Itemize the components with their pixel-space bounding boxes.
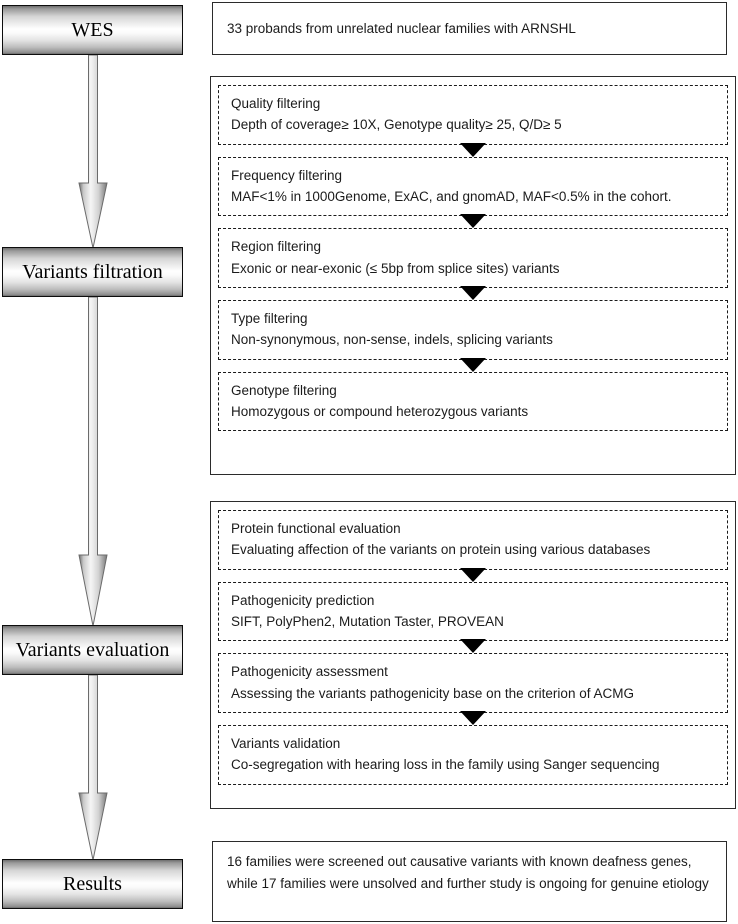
step-desc: MAF<1% in 1000Genome, ExAC, and gnomAD, … — [231, 188, 672, 204]
filtering-group-inner: Quality filtering Depth of coverage≥ 10X… — [218, 85, 728, 466]
results-panel-text: 16 families were screened out causative … — [227, 854, 709, 891]
connector-triangle-icon — [460, 639, 486, 654]
step-quality-filtering: Quality filtering Depth of coverage≥ 10X… — [218, 85, 728, 157]
step-desc: Co-segregation with hearing loss in the … — [231, 757, 660, 773]
step-desc: Evaluating affection of the variants on … — [231, 542, 651, 558]
step-pathogenicity-prediction: Pathogenicity prediction SIFT, PolyPhen2… — [218, 581, 728, 654]
step-desc: Depth of coverage≥ 10X, Genotype quality… — [231, 117, 562, 133]
stage-label-results: Results — [63, 873, 122, 895]
step-title: Protein functional evaluation — [231, 521, 401, 536]
step-title: Type filtering — [231, 310, 308, 326]
evaluation-group-inner: Protein functional evaluation Evaluating… — [218, 510, 728, 800]
stage-box-wes: WES — [2, 5, 183, 55]
step-desc: Assessing the variants pathogenicity bas… — [231, 685, 634, 701]
step-title: Region filtering — [231, 239, 322, 255]
step-desc: Homozygous or compound heterozygous vari… — [231, 403, 529, 419]
stage-label-wes: WES — [71, 19, 114, 41]
stage-box-results: Results — [2, 859, 183, 909]
stage-box-variants-evaluation: Variants evaluation — [2, 625, 183, 675]
connector-triangle-icon — [460, 357, 486, 372]
connector-triangle-icon — [460, 710, 486, 725]
stage-box-variants-filtration: Variants filtration — [2, 247, 183, 297]
step-type-filtering: Type filtering Non-synonymous, non-sense… — [218, 299, 728, 372]
step-protein-functional-evaluation: Protein functional evaluation Evaluating… — [218, 510, 728, 582]
block-arrow-filtration-to-evaluation — [76, 297, 110, 626]
step-title: Genotype filtering — [231, 382, 337, 398]
evaluation-group: Protein functional evaluation Evaluating… — [210, 501, 736, 809]
step-title: Frequency filtering — [231, 167, 343, 183]
step-title: Pathogenicity prediction — [231, 592, 375, 608]
step-title: Variants validation — [231, 735, 341, 751]
connector-triangle-icon — [460, 142, 486, 157]
step-desc: SIFT, PolyPhen2, Mutation Taster, PROVEA… — [231, 613, 504, 629]
step-region-filtering: Region filtering Exonic or near-exonic (… — [218, 228, 728, 300]
step-title: Quality filtering — [231, 96, 321, 111]
connector-triangle-icon — [460, 285, 486, 300]
stage-label-variants-filtration: Variants filtration — [22, 261, 163, 283]
filtering-group: Quality filtering Depth of coverage≥ 10X… — [210, 76, 736, 475]
results-panel: 16 families were screened out causative … — [212, 841, 727, 922]
step-desc: Non-synonymous, non-sense, indels, splic… — [231, 332, 553, 348]
connector-triangle-icon — [460, 214, 486, 229]
cohort-panel: 33 probands from unrelated nuclear famil… — [212, 2, 727, 55]
block-arrow-evaluation-to-results — [76, 675, 110, 860]
cohort-panel-text: 33 probands from unrelated nuclear famil… — [227, 20, 576, 36]
block-arrow-wes-to-filtration — [76, 55, 110, 248]
step-genotype-filtering: Genotype filtering Homozygous or compoun… — [218, 371, 728, 432]
step-desc: Exonic or near-exonic (≤ 5bp from splice… — [231, 260, 560, 276]
step-variants-validation: Variants validation Co-segregation with … — [218, 724, 728, 785]
step-pathogenicity-assessment: Pathogenicity assessment Assessing the v… — [218, 653, 728, 725]
step-title: Pathogenicity assessment — [231, 664, 388, 680]
stage-label-variants-evaluation: Variants evaluation — [15, 639, 170, 661]
connector-triangle-icon — [460, 567, 486, 582]
step-frequency-filtering: Frequency filtering MAF<1% in 1000Genome… — [218, 156, 728, 229]
